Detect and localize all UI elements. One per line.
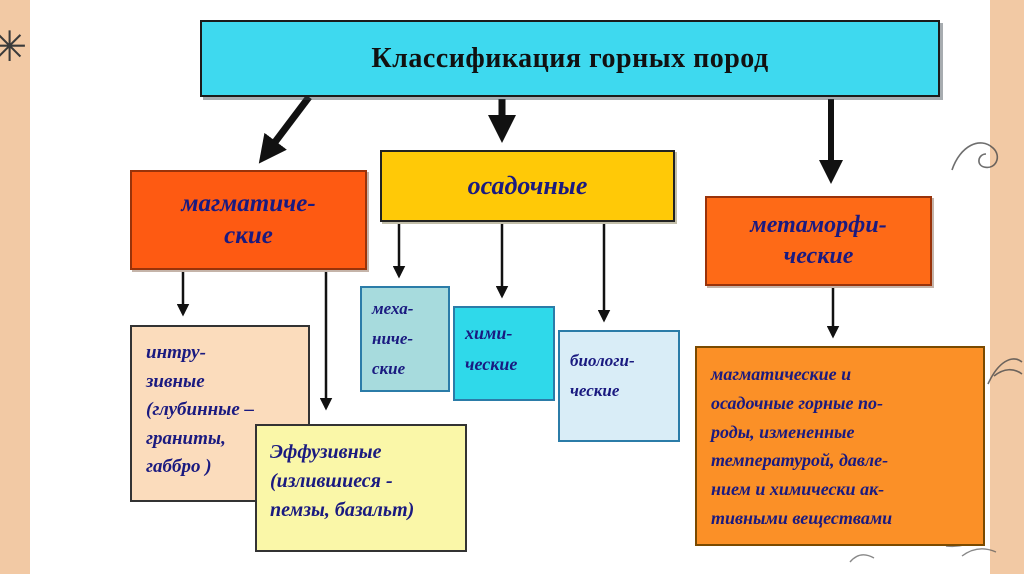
node-chemical-label: хими- ческие: [465, 323, 518, 374]
node-effusive-label: Эффузивные (излившиеся - пемзы, базальт): [270, 441, 415, 521]
node-sedimentary-label: осадочные: [467, 171, 588, 200]
arrow-title-to-magmatic: [258, 94, 312, 164]
node-biological-label: биологи- ческие: [570, 351, 635, 400]
node-biological: биологи- ческие: [558, 330, 680, 442]
node-mechanical-label: меха- ниче- ские: [372, 299, 414, 378]
diagram-title: Классификация горных пород: [371, 42, 769, 74]
node-intrusive: интру- зивные (глубинные – граниты, габб…: [130, 325, 310, 502]
node-metamorphic: метаморфи- ческие: [705, 196, 932, 286]
node-mechanical: меха- ниче- ские: [360, 286, 450, 392]
node-metamorphic-description-label: магматические и осадочные горные по- род…: [711, 364, 893, 528]
node-intrusive-label: интру- зивные (глубинные – граниты, габб…: [146, 342, 255, 477]
left-border-strip: [0, 0, 30, 574]
node-magmatic-label: магматиче- ские: [181, 189, 316, 250]
node-effusive: Эффузивные (излившиеся - пемзы, базальт): [255, 424, 467, 552]
diagram-title-box: Классификация горных пород: [200, 20, 940, 97]
node-magmatic: магматиче- ские: [130, 170, 367, 270]
right-border-strip: [990, 0, 1024, 574]
node-chemical: хими- ческие: [453, 306, 555, 401]
node-metamorphic-description: магматические и осадочные горные по- род…: [695, 346, 985, 546]
node-sedimentary: осадочные: [380, 150, 675, 222]
node-metamorphic-label: метаморфи- ческие: [750, 211, 887, 269]
